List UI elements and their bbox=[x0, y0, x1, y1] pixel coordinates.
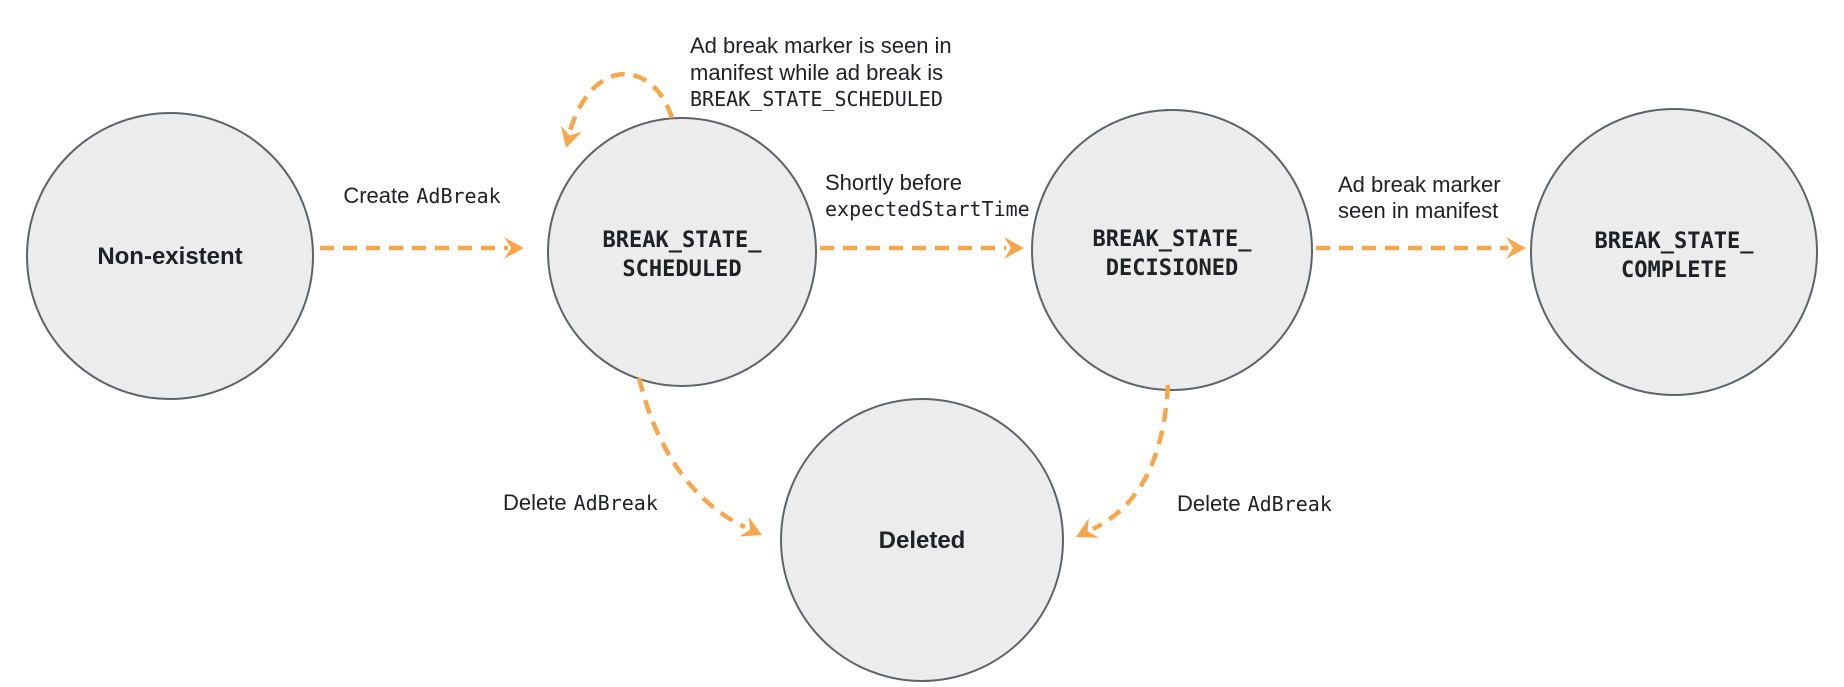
state-label-non-existent: Non-existent bbox=[97, 243, 242, 270]
transition-label-marker-seen-line2: seen in manifest bbox=[1338, 198, 1498, 223]
state-label-scheduled-line2: SCHEDULED bbox=[622, 257, 741, 282]
transition-label-expected-start-time: expectedStartTime bbox=[825, 197, 1030, 221]
state-node-deleted bbox=[780, 398, 1064, 682]
state-label-decisioned-line2: DECISIONED bbox=[1106, 256, 1238, 281]
state-label-deleted: Deleted bbox=[879, 527, 966, 554]
state-node-decisioned bbox=[1031, 109, 1313, 391]
state-label-complete-line2: COMPLETE bbox=[1621, 258, 1727, 283]
arrowhead-self-loop-scheduled bbox=[560, 125, 583, 148]
arrowhead-scheduled-to-deleted bbox=[739, 516, 762, 537]
transition-label-marker-seen-line1: Ad break marker bbox=[1338, 172, 1501, 197]
state-node-scheduled bbox=[547, 117, 817, 387]
transition-label-selfloop-line1: Ad break marker is seen in bbox=[690, 33, 952, 58]
edge-scheduled-to-deleted bbox=[636, 377, 746, 530]
state-label-decisioned-line1: BREAK_STATE_ bbox=[1093, 227, 1253, 252]
state-label-complete-line1: BREAK_STATE_ bbox=[1595, 229, 1755, 254]
arrowhead-decisioned-to-complete bbox=[1506, 237, 1526, 259]
arrowhead-scheduled-to-decisioned bbox=[1004, 237, 1024, 259]
transition-label-selfloop-line2: manifest while ad break is bbox=[690, 60, 943, 85]
edge-self-loop-scheduled bbox=[566, 71, 675, 135]
arrowhead-decisioned-to-deleted bbox=[1076, 518, 1099, 538]
state-node-complete bbox=[1530, 108, 1818, 396]
edge-decisioned-to-deleted bbox=[1092, 384, 1171, 532]
state-label-scheduled-line1: BREAK_STATE_ bbox=[603, 228, 763, 253]
state-node-non-existent bbox=[26, 112, 314, 400]
arrowhead-create-adbreak bbox=[504, 237, 524, 259]
transition-label-shortly-before: Shortly before bbox=[825, 170, 962, 195]
transition-label-selfloop-line3: BREAK_STATE_SCHEDULED bbox=[690, 87, 943, 111]
